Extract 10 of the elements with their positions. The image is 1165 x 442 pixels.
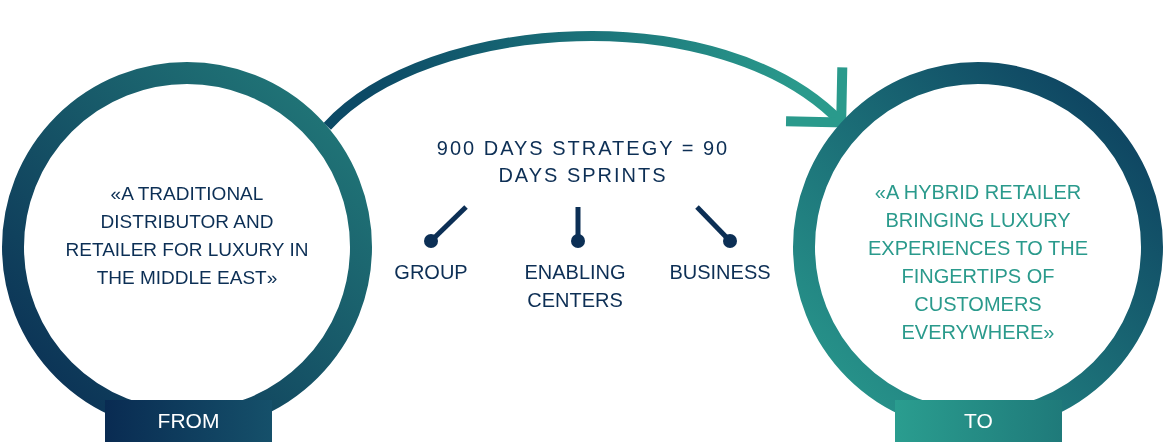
quote-text: «A TRADITIONAL DISTRIBUTOR AND RETAILER FOR LUXURY IN THE MIDDLE EAST»	[64, 182, 310, 290]
pin-line	[424, 205, 468, 248]
pin-line	[695, 205, 737, 248]
quote-text: «A HYBRID RETAILER BRINGING LUXURY EXPERIENCES TO THE FINGERTIPS OF CUSTOMERS EVERYWHERE»	[866, 180, 1090, 345]
area-label: ENABLING CENTERS	[523, 260, 627, 313]
area-label: GROUP	[393, 260, 469, 285]
stage-tab: TO	[895, 400, 1062, 442]
area-label: BUSINESS	[668, 260, 772, 285]
stage-tab: FROM	[105, 400, 272, 442]
strategy-heading: 900 DAYS STRATEGY = 90 DAYS SPRINTS	[435, 136, 731, 188]
